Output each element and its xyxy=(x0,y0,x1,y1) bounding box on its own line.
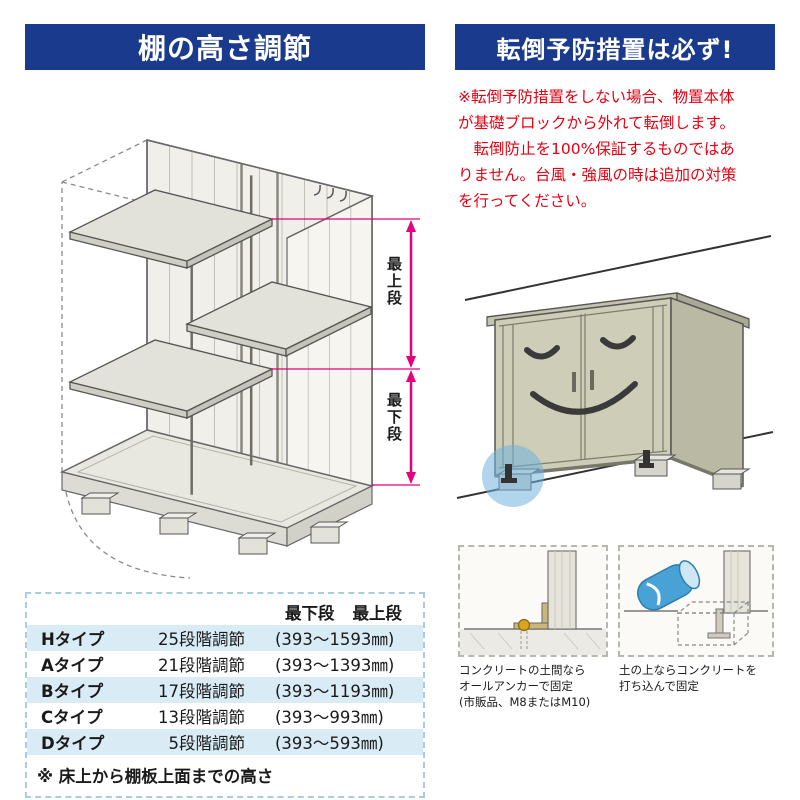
row-range: (393〜593㎜) xyxy=(275,734,384,753)
soil-anchor-svg xyxy=(624,550,768,646)
caption-concrete-anchor: コンクリートの土間なら オールアンカーで固定 (市販品、M8またはM10) xyxy=(459,663,591,710)
upper-ground-line xyxy=(464,235,772,301)
tip-prevention-title: 転倒予防措置は必ず! xyxy=(496,35,734,64)
concrete-bag xyxy=(637,560,701,611)
tip-prevention-warning: ※転倒予防措置をしない場合、物置本体 が基礎ブロックから外れて転倒します。 転倒… xyxy=(458,88,737,211)
shed-body xyxy=(486,292,750,488)
row-type: Hタイプ xyxy=(41,630,105,649)
tip-prevention-header: 転倒予防措置は必ず! xyxy=(455,24,775,70)
detail-concrete-anchor xyxy=(458,545,608,657)
table-row-b: Bタイプ 17段階調節 (393〜1193㎜) xyxy=(27,677,423,703)
shelf-adjust-title: 棚の高さ調節 xyxy=(137,32,312,65)
shed-interior-svg xyxy=(59,139,420,579)
anchor-highlight-circle xyxy=(482,445,544,507)
shed-interior-drawing: 最上段 最下段 xyxy=(20,72,440,584)
dim-label-top-shelf: 最上段 xyxy=(385,256,403,307)
anchored-shed-svg xyxy=(456,235,774,507)
shelf-upper xyxy=(68,189,274,270)
table-row-a: Aタイプ 21段階調節 (393〜1393㎜) xyxy=(27,651,423,677)
shelf-middle xyxy=(185,281,373,358)
concrete-cube-dashed xyxy=(676,601,750,646)
row-steps: 17段階調節 xyxy=(158,682,245,701)
table-row-h: Hタイプ 25段階調節 (393〜1593㎜) xyxy=(27,625,423,651)
dim-label-bottom-shelf: 最下段 xyxy=(385,392,403,443)
detail-soil-anchor xyxy=(618,545,774,657)
anchored-shed-illustration xyxy=(455,222,775,536)
spec-table-header: 最下段 最上段 xyxy=(27,599,423,625)
row-steps: 5段階調節 xyxy=(168,734,246,753)
row-steps: 21段階調節 xyxy=(158,656,245,675)
shelf-lower xyxy=(68,339,274,420)
row-steps: 25段階調節 xyxy=(158,630,245,649)
row-type: Bタイプ xyxy=(41,682,104,701)
caption-soil-anchor: 土の上ならコンクリートを 打ち込んで固定 xyxy=(619,663,757,694)
base-skirt xyxy=(61,471,373,547)
row-type: Aタイプ xyxy=(41,656,104,675)
concrete-anchor-svg xyxy=(460,550,606,655)
row-type: Dタイプ xyxy=(41,734,105,753)
row-type: Cタイプ xyxy=(41,708,103,727)
table-note: ※ 床上から棚板上面までの高さ xyxy=(37,767,274,786)
row-steps: 13段階調節 xyxy=(158,708,245,727)
row-range: (393〜993㎜) xyxy=(275,708,384,727)
ceiling-hooks xyxy=(313,184,347,202)
col-header-bottom: 最下段 xyxy=(285,604,335,623)
shelf-adjust-header: 棚の高さ調節 xyxy=(25,24,425,70)
anchor-brackets xyxy=(501,450,654,483)
row-range: (393〜1193㎜) xyxy=(275,682,395,701)
row-range: (393〜1393㎜) xyxy=(275,656,395,675)
smiley-face xyxy=(524,335,638,415)
table-row-c: Cタイプ 13段階調節 (393〜993㎜) xyxy=(27,703,423,729)
foundation-blocks xyxy=(80,492,349,555)
shelf-spec-table: 最下段 最上段 Hタイプ 25段階調節 (393〜1593㎜) Aタイプ 21段… xyxy=(25,592,425,798)
table-row-d: Dタイプ 5段階調節 (393〜593㎜) xyxy=(27,729,423,755)
dimension-arrows xyxy=(272,218,420,486)
anchor-bolt xyxy=(517,618,531,632)
row-range: (393〜1593㎜) xyxy=(275,630,395,649)
col-header-top: 最上段 xyxy=(352,604,403,623)
